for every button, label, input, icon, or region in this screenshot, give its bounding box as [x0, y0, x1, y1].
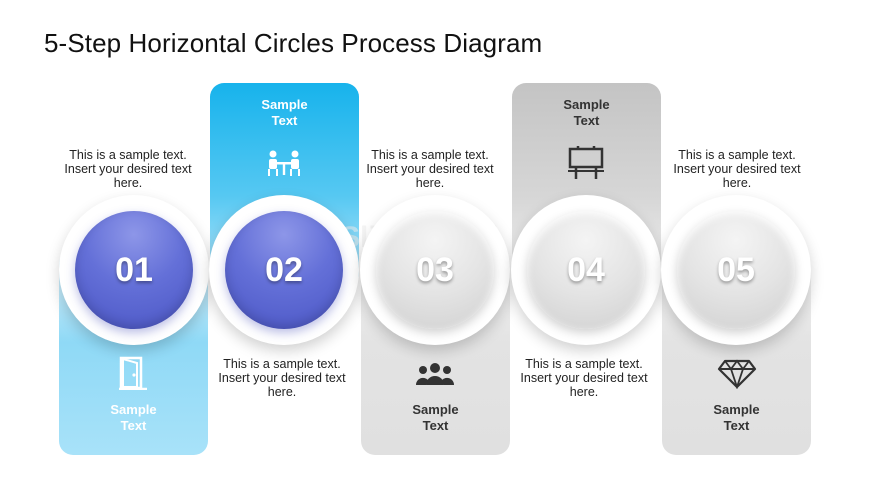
- step-4-description: This is a sample text. Insert your desir…: [520, 357, 648, 399]
- step-1-number: 01: [75, 211, 193, 329]
- step-1-description: This is a sample text. Insert your desir…: [64, 148, 192, 190]
- step-3-description: This is a sample text. Insert your desir…: [366, 148, 494, 190]
- step-2-description: This is a sample text. Insert your desir…: [218, 357, 346, 399]
- step-2-number: 02: [225, 211, 343, 329]
- step-5-description: This is a sample text. Insert your desir…: [673, 148, 801, 190]
- door-icon: [119, 356, 149, 390]
- diamond-icon: [717, 359, 757, 389]
- team-icon: [416, 362, 454, 386]
- page-title: 5-Step Horizontal Circles Process Diagra…: [44, 28, 543, 58]
- step-3-number: 03: [376, 211, 494, 329]
- step-5-number: 05: [677, 211, 795, 329]
- meeting-table-icon: [266, 149, 302, 177]
- billboard-icon: [568, 145, 604, 179]
- step-4-number: 04: [527, 211, 645, 329]
